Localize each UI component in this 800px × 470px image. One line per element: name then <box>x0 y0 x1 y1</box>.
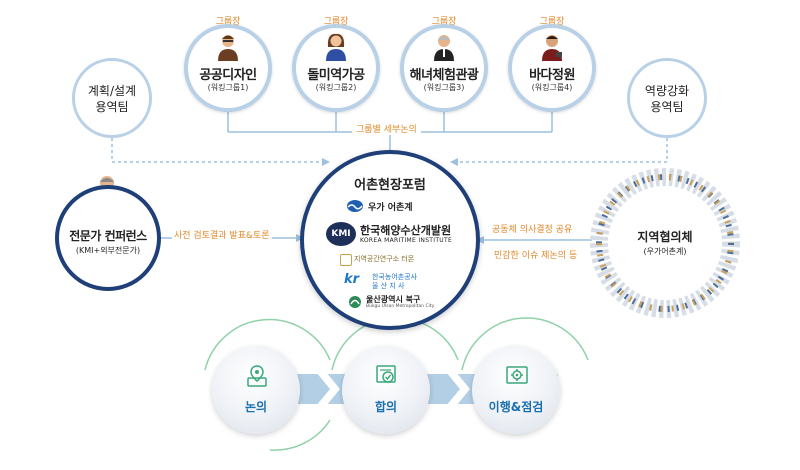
group-circle-public-design[interactable]: 공공디자인 (워킹그룹1) <box>184 24 272 112</box>
group-name: 해녀체험관광 <box>409 68 479 83</box>
logo-text: 우가 어촌계 <box>368 203 413 213</box>
group-sub: (워킹그룹3) <box>423 83 465 92</box>
planning-team-line1: 계획/설계 <box>87 84 137 98</box>
agreement-icon <box>376 365 396 383</box>
woman-icon <box>326 33 346 61</box>
forum-circle[interactable]: 어촌현장포럼 우가 어촌계 KMI 한국해양수산개발원 KOREA MARITI… <box>300 150 480 330</box>
step-label: 논의 <box>244 400 268 414</box>
logo-krc: kr 한국농어촌공사 울 산 지 사 <box>344 272 454 290</box>
community-sub: (우가어촌계) <box>643 247 687 256</box>
step-label: 합의 <box>374 400 398 414</box>
logo-text: 지역공간연구소 터몬 <box>354 255 415 263</box>
group-sub: (워킹그룹1) <box>207 83 249 92</box>
step-discussion[interactable]: 논의 <box>212 346 300 434</box>
kmi-mark: KMI <box>326 222 356 246</box>
logo-kmi: KMI 한국해양수산개발원 KOREA MARITIME INSTITUTE <box>326 220 466 248</box>
group-sub: (워킹그룹2) <box>315 83 357 92</box>
logo-main: 한국농어촌공사 <box>372 273 418 281</box>
step-label: 이행&점검 <box>488 400 544 414</box>
expert-sub: (KMI+외부전문가) <box>75 246 141 255</box>
step-implementation[interactable]: 이행&점검 <box>472 346 560 434</box>
group-circle-haenyeo-tourism[interactable]: 해녀체험관광 (워킹그룹3) <box>400 24 488 112</box>
crowd-ring-icon <box>590 168 740 318</box>
older-man-icon <box>434 35 454 61</box>
planning-team-circle[interactable]: 계획/설계 용역팀 <box>72 58 152 138</box>
discussion-icon <box>247 365 267 387</box>
capacity-team-line2: 용역팀 <box>650 100 684 114</box>
logo-sub: KOREA MARITIME INSTITUTE <box>360 237 453 244</box>
group-name: 공공디자인 <box>199 68 257 83</box>
bukgu-emblem-icon <box>349 296 361 308</box>
community-council-circle[interactable]: 지역협의체 (우가어촌계) <box>614 192 716 294</box>
planning-team-line2: 용역팀 <box>95 100 129 114</box>
group-leader-label: 그룹장 <box>323 17 349 27</box>
group-discussion-label: 그룹별 세부논의 <box>352 122 421 135</box>
square-logo-icon <box>340 254 352 266</box>
settings-check-icon <box>506 366 528 384</box>
logo-bukgu: 울산광역시 북구 Bukgu Ulsan Metropolitan City <box>348 294 458 312</box>
community-arrow-label-2: 민감한 이슈 제논의 등 <box>494 251 578 261</box>
expert-arrow-label: 사전 검토결과 발표&토론 <box>172 228 272 241</box>
logo-main: 울산광역시 북구 <box>366 295 421 304</box>
logo-sub: 울 산 지 사 <box>372 282 405 290</box>
forum-title: 어촌현장포럼 <box>354 178 426 193</box>
group-name: 돌미역가공 <box>307 68 365 83</box>
man-with-glasses-icon <box>218 35 238 61</box>
logo-sub: Bukgu Ulsan Metropolitan City <box>366 304 435 309</box>
group-name: 바다정원 <box>529 68 575 83</box>
expert-conference-circle[interactable]: 전문가 컨퍼런스 (KMI+외부전문가) <box>55 185 161 291</box>
expert-title: 전문가 컨퍼런스 <box>69 229 147 243</box>
logo-main: 한국해양수산개발원 <box>360 224 452 237</box>
group-leader-label: 그룹장 <box>431 17 457 27</box>
group-leader-label: 그룹장 <box>539 17 565 27</box>
capacity-team-line1: 역량강화 <box>644 84 690 98</box>
community-title: 지역협의체 <box>637 230 693 244</box>
wave-logo-icon <box>347 200 363 212</box>
logo-regional-space-lab: 지역공간연구소 터몬 <box>340 254 450 266</box>
logo-uga-fishing-village: 우가 어촌계 <box>346 199 442 213</box>
group-circle-sea-garden[interactable]: 바다정원 (워킹그룹4) <box>508 24 596 112</box>
krc-mark-icon: kr <box>344 272 360 287</box>
group-circle-seaweed-processing[interactable]: 돌미역가공 (워킹그룹2) <box>292 24 380 112</box>
group-sub: (워킹그룹4) <box>531 83 573 92</box>
community-arrow-label-1: 공동체 의사결정 공유 <box>492 225 573 235</box>
man-in-suit-icon <box>542 35 562 61</box>
group-leader-label: 그룹장 <box>215 17 241 27</box>
capacity-team-circle[interactable]: 역량강화 용역팀 <box>627 58 707 138</box>
step-agreement[interactable]: 합의 <box>342 346 430 434</box>
